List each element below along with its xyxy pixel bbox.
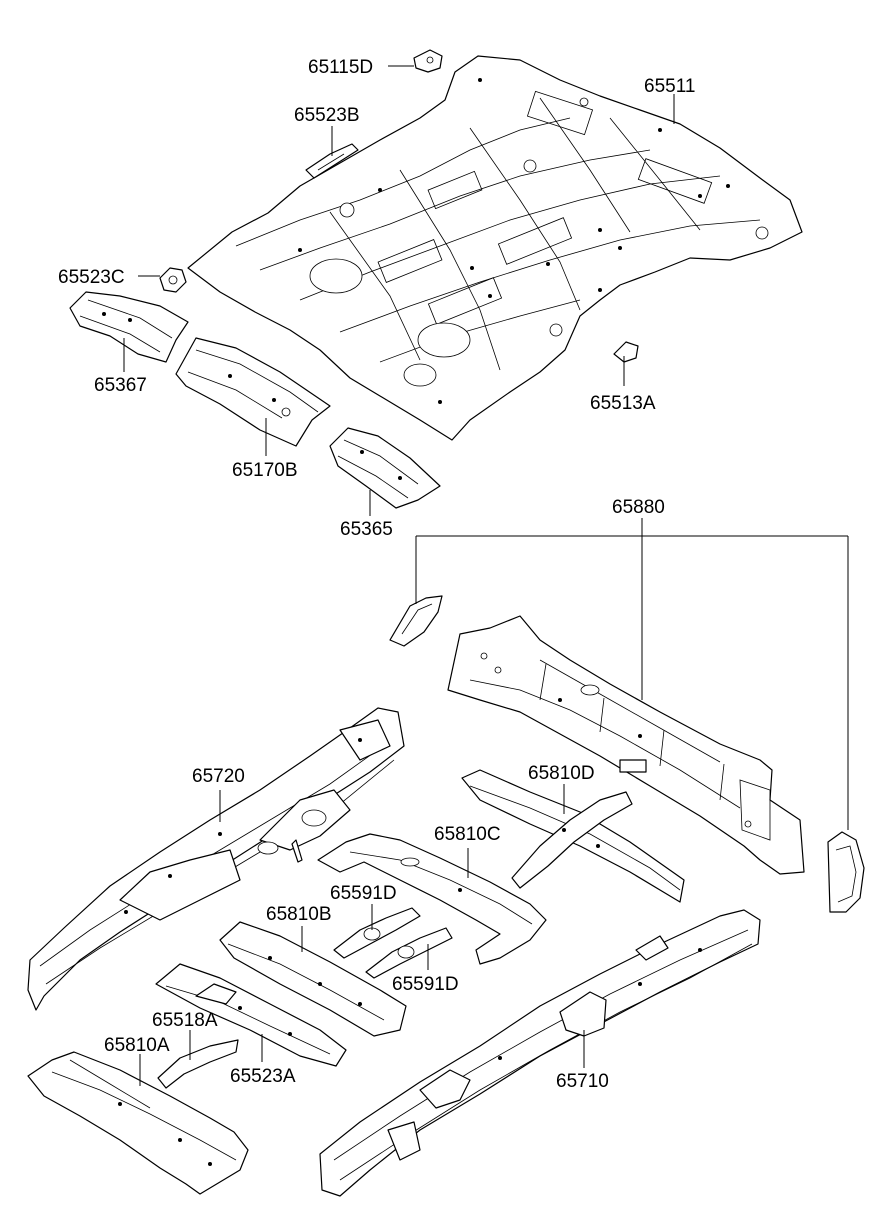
label-65365: 65365 bbox=[340, 519, 393, 540]
part-65513A-bracket bbox=[613, 341, 639, 363]
part-65365-bracket bbox=[329, 427, 441, 509]
part-65518A-bracket bbox=[157, 1039, 239, 1089]
label-65880: 65880 bbox=[612, 497, 665, 518]
part-65810D-member bbox=[461, 769, 685, 903]
label-65511: 65511 bbox=[644, 76, 695, 97]
label-65518A: 65518A bbox=[152, 1010, 218, 1031]
label-65591D-bottom: 65591D bbox=[392, 974, 459, 995]
part-65170B-member bbox=[175, 337, 331, 447]
label-65523A: 65523A bbox=[230, 1066, 296, 1087]
label-65720: 65720 bbox=[192, 766, 245, 787]
label-65367: 65367 bbox=[94, 375, 147, 396]
part-65880-small-bracket bbox=[389, 595, 443, 647]
part-65523C-clip bbox=[159, 267, 187, 293]
label-65810D: 65810D bbox=[528, 763, 595, 784]
part-65720-frame bbox=[27, 707, 405, 1011]
part-65880-rear-panel bbox=[447, 615, 805, 875]
part-65810A-member bbox=[27, 1051, 249, 1195]
label-65810A: 65810A bbox=[104, 1035, 170, 1056]
part-65115D-bracket bbox=[413, 49, 443, 73]
label-65710: 65710 bbox=[556, 1071, 609, 1092]
label-65523B: 65523B bbox=[294, 105, 360, 126]
part-65880-corner-bracket bbox=[827, 831, 865, 913]
label-65591D-top: 65591D bbox=[330, 883, 397, 904]
label-65810B: 65810B bbox=[266, 904, 332, 925]
part-65511-floor-panel bbox=[187, 55, 803, 441]
part-65810C-member bbox=[317, 833, 547, 965]
part-65710-frame bbox=[319, 909, 761, 1197]
leader-lines bbox=[123, 65, 849, 1086]
label-65810C: 65810C bbox=[434, 824, 501, 845]
part-65523A-member bbox=[155, 963, 347, 1067]
part-65367-panel bbox=[69, 291, 189, 363]
label-65115D: 65115D bbox=[308, 57, 373, 78]
label-65170B: 65170B bbox=[232, 460, 298, 481]
part-65810B-member bbox=[219, 921, 407, 1037]
leader-65880 bbox=[415, 518, 849, 830]
part-labels: 65115D 65511 65523B 65523C 65367 65513A … bbox=[58, 57, 695, 1092]
label-65513A: 65513A bbox=[590, 393, 656, 414]
part-65523B-bracket bbox=[305, 143, 359, 179]
label-65523C: 65523C bbox=[58, 267, 125, 288]
part-65591D-bracket-bottom bbox=[365, 927, 453, 979]
part-65591D-bracket-top bbox=[333, 907, 421, 959]
